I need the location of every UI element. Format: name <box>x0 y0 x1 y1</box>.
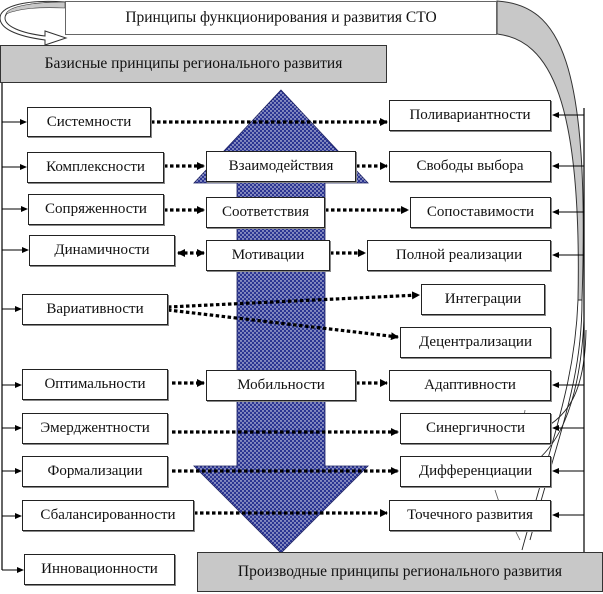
left-principle-box: Инновационности <box>24 554 175 585</box>
dotted-arrow <box>167 308 399 341</box>
left-principle-box: Эмерджентности <box>22 413 168 444</box>
middle-principle-box: Мобильности <box>206 370 356 401</box>
left-principle-box: Вариативности <box>22 294 168 325</box>
derived-principles-header: Производные принципы регионального разви… <box>197 552 603 592</box>
right-principle-box: Дифференциации <box>400 456 551 487</box>
right-principle-box: Поливариантности <box>389 100 551 131</box>
right-principle-box: Адаптивности <box>389 370 551 401</box>
left-principle-box: Сбалансированности <box>22 500 194 531</box>
left-connectors <box>2 119 29 573</box>
left-principle-box: Формализации <box>22 456 168 487</box>
middle-principle-box: Мотивации <box>206 240 330 271</box>
diagram-title: Принципы функционирования и развития СТО <box>65 1 497 35</box>
right-principle-box: Децентрализации <box>400 327 551 358</box>
right-principle-box: Интеграции <box>421 284 545 315</box>
middle-principle-box: Соответствия <box>206 197 325 228</box>
right-principle-box: Сопоставимости <box>410 197 551 228</box>
right-principle-box: Точечного развития <box>389 500 551 531</box>
right-principle-box: Синергичности <box>400 413 551 444</box>
base-principles-header: Базисные принципы регионального развития <box>0 45 387 83</box>
left-principle-box: Динамичности <box>29 235 175 266</box>
dotted-connectors <box>151 118 420 517</box>
right-connectors <box>552 112 584 518</box>
left-principle-box: Системности <box>27 107 151 137</box>
middle-principle-box: Взаимодействия <box>206 151 356 182</box>
right-principle-box: Свободы выбора <box>389 151 551 182</box>
left-principle-box: Комплексности <box>27 152 164 183</box>
left-principle-box: Оптимальности <box>22 369 168 400</box>
top-loop-shadow <box>5 1 66 15</box>
left-principle-box: Сопряженности <box>28 194 164 225</box>
right-principle-box: Полной реализации <box>367 240 551 271</box>
